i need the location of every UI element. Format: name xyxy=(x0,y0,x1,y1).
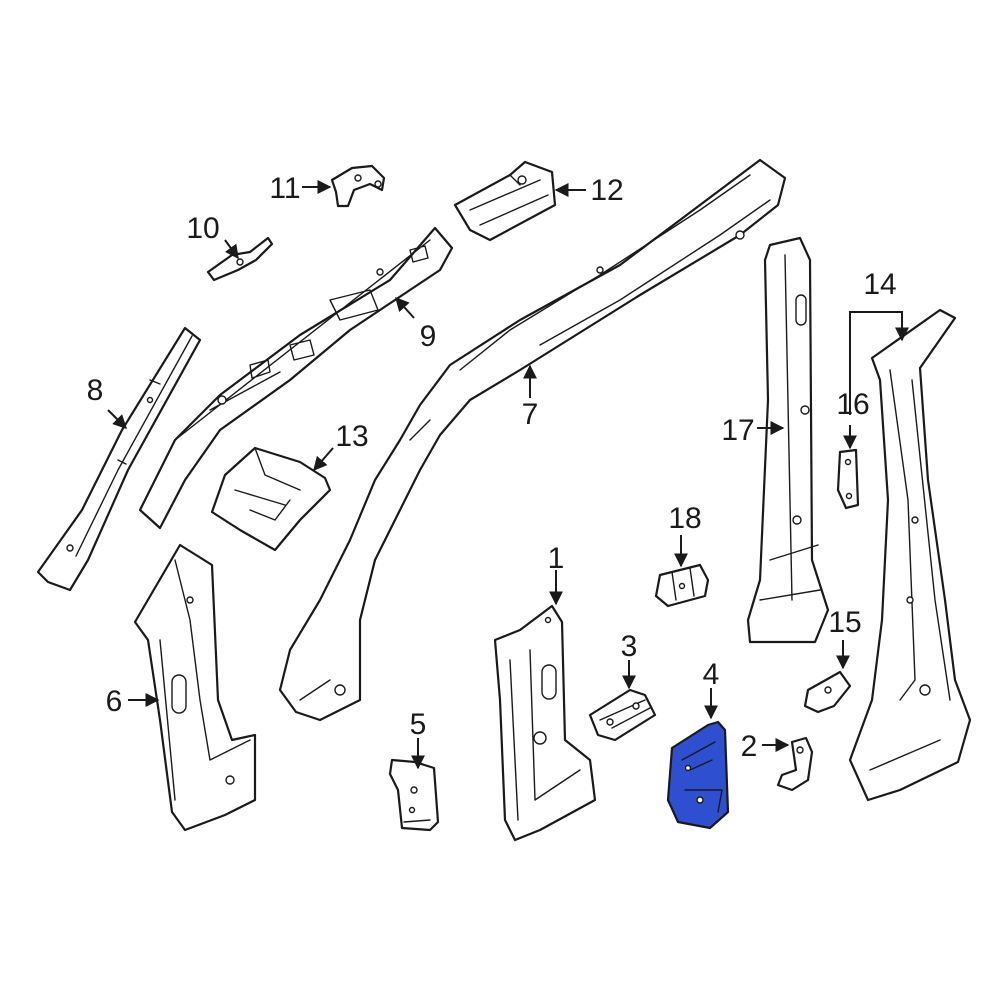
callout-13: 13 xyxy=(335,420,368,453)
part-1-lower-pillar[interactable] xyxy=(493,604,597,842)
callout-labels: 1 2 3 4 5 6 7 8 9 10 11 12 13 14 15 16 1… xyxy=(87,172,897,763)
callout-8: 8 xyxy=(87,374,104,407)
part-14-b-pillar-outer[interactable] xyxy=(848,308,972,802)
part-11-bracket[interactable] xyxy=(330,164,386,208)
callout-10: 10 xyxy=(186,212,219,245)
callout-11: 11 xyxy=(269,172,300,205)
callout-6: 6 xyxy=(106,685,123,718)
part-7-roof-side-rail[interactable] xyxy=(278,158,787,722)
part-18-plate[interactable] xyxy=(654,563,710,608)
callout-7: 7 xyxy=(522,398,539,431)
part-6-inner-pillar[interactable] xyxy=(133,543,257,832)
part-17-b-pillar[interactable] xyxy=(746,236,830,644)
callout-3: 3 xyxy=(621,630,638,663)
part-9-roof-rail-reinforcement[interactable] xyxy=(138,226,454,530)
part-12-bracket[interactable] xyxy=(453,160,557,242)
callout-5: 5 xyxy=(410,708,427,741)
callout-2: 2 xyxy=(741,730,758,763)
callout-9: 9 xyxy=(420,320,437,353)
callout-15: 15 xyxy=(828,606,861,639)
callout-14: 14 xyxy=(863,268,896,301)
part-2-bracket[interactable] xyxy=(776,736,814,792)
part-8-pillar-strip[interactable] xyxy=(36,326,202,592)
leader-lines xyxy=(107,180,909,770)
callout-4: 4 xyxy=(703,658,720,691)
callout-17: 17 xyxy=(721,414,754,447)
part-3-bracket[interactable] xyxy=(588,688,657,742)
part-13-floor-bracket[interactable] xyxy=(210,446,332,552)
callout-12: 12 xyxy=(590,174,623,207)
part-16-clip[interactable] xyxy=(836,448,860,510)
part-5-bracket[interactable] xyxy=(388,758,440,832)
part-4-highlighted-bracket[interactable] xyxy=(666,720,730,830)
part-15-bracket[interactable] xyxy=(803,670,852,714)
callout-16: 16 xyxy=(836,388,869,421)
callout-1: 1 xyxy=(548,542,565,575)
callout-18: 18 xyxy=(668,502,701,535)
